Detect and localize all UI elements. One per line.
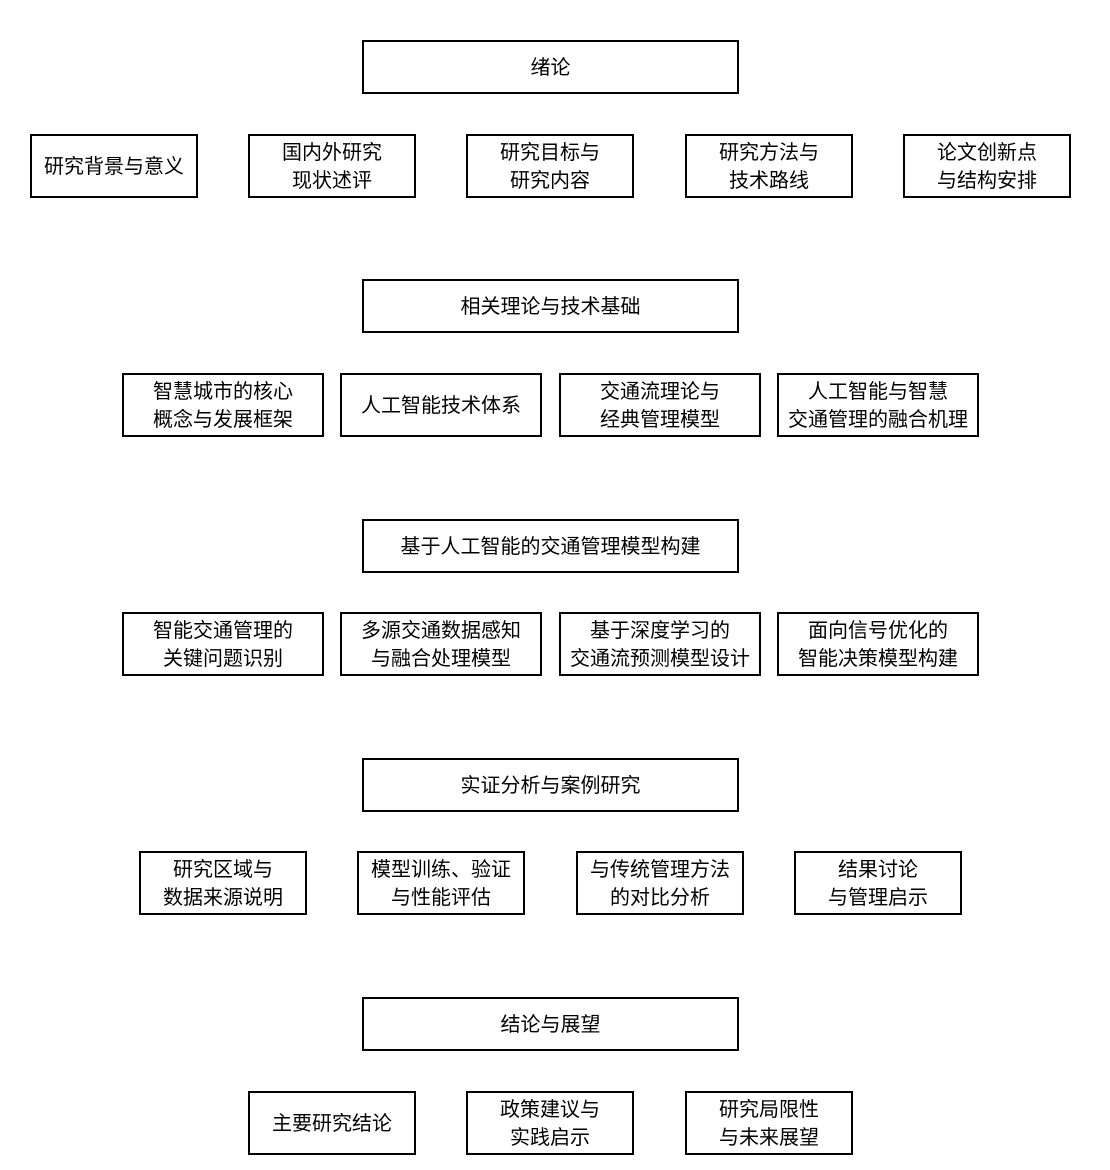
section-5-item-3: 研究局限性 与未来展望 [685, 1091, 853, 1155]
section-3-title-box: 基于人工智能的交通管理模型构建 [362, 519, 739, 573]
section-5-item-1-label: 主要研究结论 [272, 1111, 392, 1135]
section-4-item-4: 结果讨论 与管理启示 [794, 851, 962, 915]
section-2-title: 相关理论与技术基础 [460, 294, 641, 318]
section-1-item-1: 研究背景与意义 [30, 134, 198, 198]
section-1-item-3: 研究目标与 研究内容 [466, 134, 634, 198]
section-2-item-1-label: 智慧城市的核心 概念与发展框架 [153, 379, 293, 431]
section-3-item-4: 面向信号优化的 智能决策模型构建 [777, 612, 979, 676]
section-4-item-1-label: 研究区域与 数据来源说明 [163, 857, 283, 909]
section-3-item-1: 智能交通管理的 关键问题识别 [122, 612, 324, 676]
section-3-item-4-label: 面向信号优化的 智能决策模型构建 [798, 618, 958, 670]
section-2-item-2: 人工智能技术体系 [340, 373, 542, 437]
section-4-title: 实证分析与案例研究 [460, 773, 641, 797]
section-3-item-3-label: 基于深度学习的 交通流预测模型设计 [570, 618, 750, 670]
section-1-item-4: 研究方法与 技术路线 [685, 134, 853, 198]
section-5-item-3-label: 研究局限性 与未来展望 [719, 1097, 819, 1149]
section-1-item-1-label: 研究背景与意义 [44, 154, 184, 178]
section-5-title-box: 结论与展望 [362, 997, 739, 1051]
section-1-title: 绪论 [530, 55, 571, 79]
section-5-item-1: 主要研究结论 [248, 1091, 416, 1155]
section-1-item-3-label: 研究目标与 研究内容 [500, 140, 600, 192]
section-1-item-5-label: 论文创新点 与结构安排 [937, 140, 1037, 192]
section-5-item-2: 政策建议与 实践启示 [466, 1091, 634, 1155]
section-3-item-2: 多源交通数据感知 与融合处理模型 [340, 612, 542, 676]
section-4-title-box: 实证分析与案例研究 [362, 758, 739, 812]
section-1-item-2-label: 国内外研究 现状述评 [282, 140, 382, 192]
section-1-item-5: 论文创新点 与结构安排 [903, 134, 1071, 198]
section-2-item-2-label: 人工智能技术体系 [361, 393, 521, 417]
section-4-item-3-label: 与传统管理方法 的对比分析 [590, 857, 730, 909]
section-4-item-2-label: 模型训练、验证 与性能评估 [371, 857, 511, 909]
section-3-item-2-label: 多源交通数据感知 与融合处理模型 [361, 618, 521, 670]
section-2-item-4: 人工智能与智慧 交通管理的融合机理 [777, 373, 979, 437]
section-5-item-2-label: 政策建议与 实践启示 [500, 1097, 600, 1149]
section-5-title: 结论与展望 [500, 1012, 601, 1036]
section-3-item-1-label: 智能交通管理的 关键问题识别 [153, 618, 293, 670]
section-2-item-3-label: 交通流理论与 经典管理模型 [600, 379, 720, 431]
section-1-item-4-label: 研究方法与 技术路线 [719, 140, 819, 192]
section-4-item-2: 模型训练、验证 与性能评估 [357, 851, 525, 915]
section-2-item-3: 交通流理论与 经典管理模型 [559, 373, 761, 437]
section-1-item-2: 国内外研究 现状述评 [248, 134, 416, 198]
section-3-item-3: 基于深度学习的 交通流预测模型设计 [559, 612, 761, 676]
section-1-title-box: 绪论 [362, 40, 739, 94]
section-2-title-box: 相关理论与技术基础 [362, 279, 739, 333]
section-4-item-1: 研究区域与 数据来源说明 [139, 851, 307, 915]
section-3-title: 基于人工智能的交通管理模型构建 [400, 534, 701, 558]
section-2-item-1: 智慧城市的核心 概念与发展框架 [122, 373, 324, 437]
section-4-item-4-label: 结果讨论 与管理启示 [828, 857, 928, 909]
section-2-item-4-label: 人工智能与智慧 交通管理的融合机理 [788, 379, 968, 431]
section-4-item-3: 与传统管理方法 的对比分析 [576, 851, 744, 915]
